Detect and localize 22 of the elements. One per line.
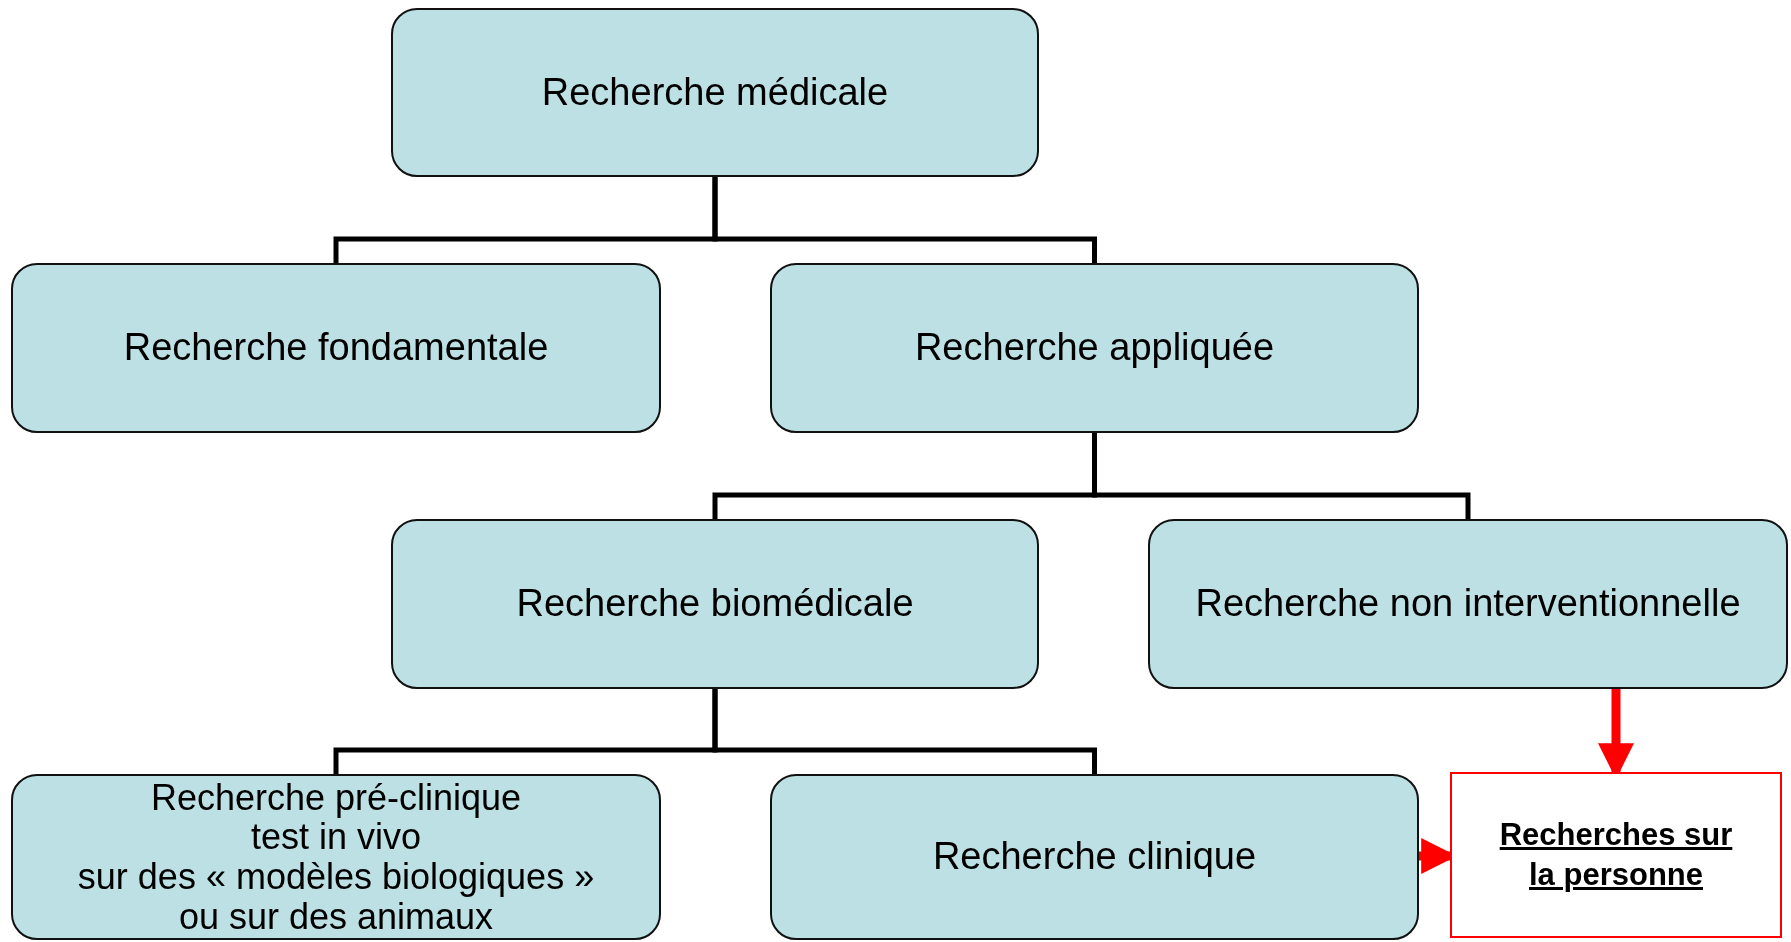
process-box [391,519,1039,689]
box-text: Recherche fondamentale [122,327,550,369]
box-text: Recherche biomédicale [515,583,915,625]
connector-line [712,689,1097,774]
process-box [770,774,1419,940]
box-text: Recherche appliquée [913,327,1276,369]
box-text: Recherches sur la personne [1498,815,1734,894]
connector-line [1092,433,1471,519]
process-box [391,8,1039,177]
process-box [11,774,661,940]
process-box [11,263,661,433]
box-text: test in vivo [249,817,422,857]
highlight-box [1450,772,1782,938]
process-box [1148,519,1788,689]
box-text: Recherche pré-clinique [149,777,523,818]
box-text: sur des « modèles biologiques » [76,857,596,897]
process-box [770,263,1419,433]
connector-line [712,177,1097,263]
box-text: ou sur des animaux [177,896,494,937]
box-text: Recherche non interventionnelle [1194,583,1742,625]
box-text: Recherche médicale [540,71,890,114]
box-text: Recherche clinique [931,836,1258,878]
